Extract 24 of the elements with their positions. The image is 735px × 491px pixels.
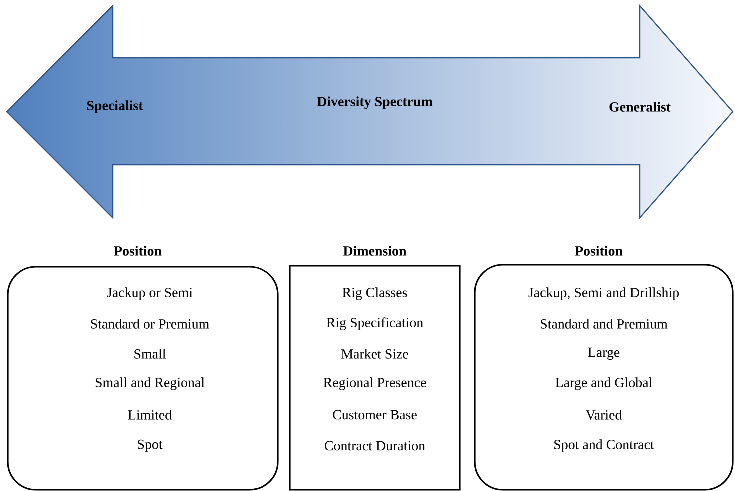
list-item: Large and Global bbox=[556, 378, 652, 390]
list-item: Spot bbox=[138, 440, 163, 452]
list-item: Small and Regional bbox=[96, 378, 205, 390]
list-item: Rig Specification bbox=[326, 318, 424, 330]
column-heading: Position bbox=[575, 246, 623, 256]
list-item: Spot and Contract bbox=[554, 440, 654, 452]
list-item: Regional Presence bbox=[324, 378, 426, 390]
list-item: Market Size bbox=[342, 349, 408, 359]
column-heading: Dimension bbox=[343, 246, 407, 256]
list-item: Customer Base bbox=[333, 410, 417, 420]
list-item: Standard and Premium bbox=[541, 319, 668, 329]
list-item: Varied bbox=[586, 410, 622, 420]
arrow-label: Generalist bbox=[610, 102, 671, 112]
column-heading: Position bbox=[114, 246, 162, 256]
arrow-label: Specialist bbox=[87, 100, 144, 114]
list-item: Jackup or Semi bbox=[107, 288, 193, 300]
list-item: Rig Classes bbox=[342, 288, 408, 300]
list-item: Contract Duration bbox=[325, 441, 426, 451]
list-item: Large bbox=[588, 348, 620, 360]
list-item: Limited bbox=[128, 410, 172, 420]
list-item: Standard or Premium bbox=[91, 319, 210, 329]
arrow-label: Diversity Spectrum bbox=[317, 96, 433, 110]
list-item: Small bbox=[134, 349, 166, 359]
list-item: Jackup, Semi and Drillship bbox=[528, 288, 680, 300]
